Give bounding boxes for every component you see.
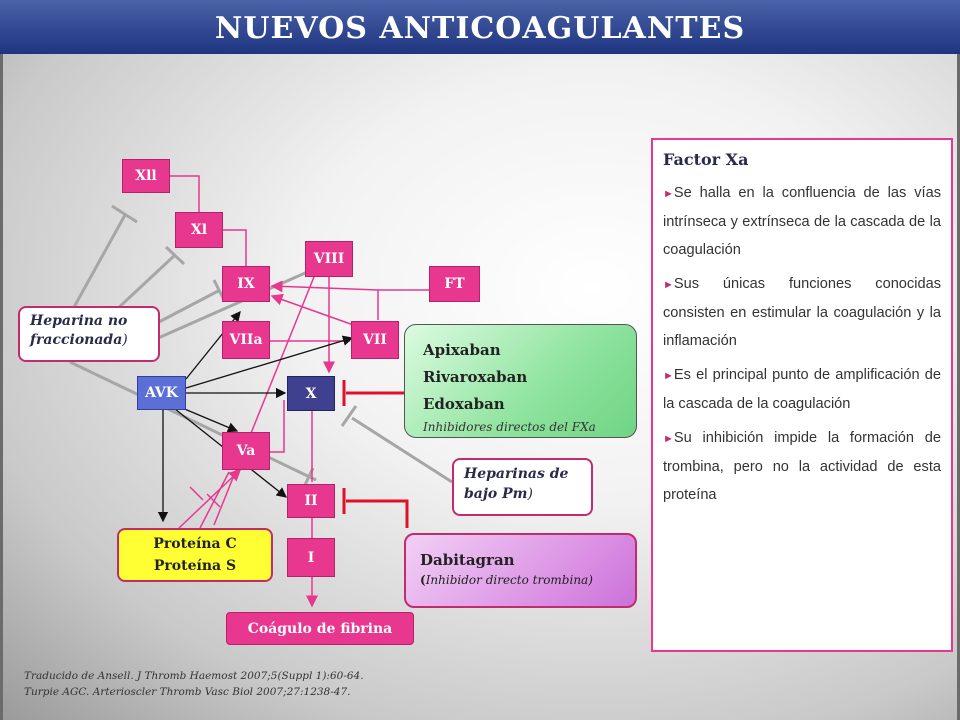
factor-xa-info-panel: Factor Xa ►Se halla en la confluencia de… [651, 138, 953, 652]
reference-line: Traducido de Ansell. J Thromb Haemost 20… [24, 670, 364, 682]
heparin-label-line2: fraccionada [30, 332, 123, 348]
factor-ft-node: FT [429, 266, 480, 302]
dabigatran-note: Inhibidor directo trombina) [425, 573, 593, 587]
protein-s-label: Proteína S [153, 558, 237, 574]
lmwh-label-line1: Heparinas de [464, 466, 569, 482]
info-bullet-text: Es el principal punto de amplificación d… [663, 367, 941, 412]
info-bullet: ►Su inhibición impide la formación de tr… [663, 424, 941, 509]
factor-xii-node: Xll [122, 159, 170, 193]
factor-ix-node: IX [222, 266, 270, 302]
factor-vii-node: VII [351, 321, 399, 359]
info-bullet: ►Es el principal punto de amplificación … [663, 361, 941, 418]
title-bar [0, 0, 960, 54]
left-border [0, 54, 3, 720]
right-border [957, 54, 960, 720]
lmwh-label-paren: ) [527, 486, 533, 502]
info-bullet-text: Se halla en la confluencia de las vías i… [663, 185, 941, 258]
factor-va-node: Va [222, 432, 270, 470]
protein-c-label: Proteína C [153, 536, 237, 552]
factor-xi-node: Xl [175, 212, 223, 248]
unfractionated-heparin-box: Heparina no fraccionada) [18, 306, 160, 362]
fibrin-clot-node: Coágulo de fibrina [226, 612, 414, 645]
drug-apixaban: Apixaban [423, 341, 501, 359]
factor-i-node: I [287, 538, 335, 577]
info-bullet-text: Sus únicas funciones conocidas consisten… [663, 276, 941, 349]
references: Traducido de Ansell. J Thromb Haemost 20… [24, 668, 624, 700]
triangle-bullet-icon: ► [663, 433, 674, 445]
info-bullet: ►Se halla en la confluencia de las vías … [663, 179, 941, 264]
dabigatran-note-open: ( [420, 573, 426, 587]
heparin-label-paren: ) [122, 332, 128, 348]
fxa-inhibitors-box: Apixaban Rivaroxaban Edoxaban Inhibidore… [404, 324, 637, 438]
fxa-inhibitors-note: Inhibidores directos del FXa [423, 420, 596, 434]
info-heading: Factor Xa [663, 150, 749, 169]
reference-line: Turpie AGC. Arterioscler Thromb Vasc Bio… [24, 686, 351, 698]
factor-viii-node: VIII [305, 241, 353, 277]
drug-rivaroxaban: Rivaroxaban [423, 368, 528, 386]
factor-x-node: X [287, 376, 335, 411]
info-bullet: ►Sus únicas funciones conocidas consiste… [663, 270, 941, 355]
drug-edoxaban: Edoxaban [423, 395, 505, 413]
protein-c-s-box: Proteína C Proteína S [117, 528, 273, 582]
page-title: NUEVOS ANTICOAGULANTES [214, 11, 746, 46]
drug-dabigatran: Dabitagran [420, 551, 515, 569]
red-inhibition-markers [342, 380, 409, 528]
factor-ii-node: II [287, 484, 335, 518]
info-bullet-text: Su inhibición impide la formación de tro… [663, 430, 941, 503]
heparin-label-line1: Heparina no [30, 313, 128, 329]
triangle-bullet-icon: ► [663, 279, 674, 291]
triangle-bullet-icon: ► [663, 370, 674, 382]
triangle-bullet-icon: ► [663, 188, 674, 200]
factor-viia-node: VIIa [222, 321, 270, 359]
dabigatran-box: Dabitagran (Inhibidor directo trombina) [404, 533, 637, 608]
lmw-heparin-box: Heparinas de bajo Pm) [452, 458, 593, 516]
avk-node: AVK [137, 376, 186, 410]
lmwh-label-line2: bajo Pm [464, 486, 528, 502]
